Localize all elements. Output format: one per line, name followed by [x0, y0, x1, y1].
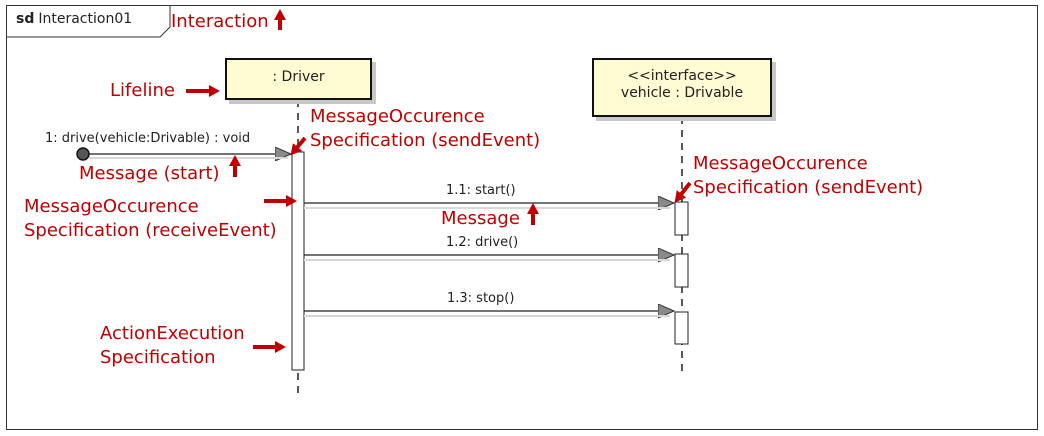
- lifeline-driver-label: : Driver: [272, 69, 325, 85]
- frame-keyword: sd: [16, 11, 35, 27]
- annotation-message-start: Message (start): [79, 163, 220, 184]
- annotation-action-execution: ActionExecution Specification: [100, 323, 245, 368]
- found-message-start: [76, 147, 90, 161]
- vehicle-activation-3: [674, 311, 689, 345]
- annotation-interaction: Interaction: [171, 11, 269, 32]
- annotation-send-event-2: MessageOccurence Specification (sendEven…: [693, 153, 924, 198]
- interaction-frame: [6, 5, 1038, 430]
- vehicle-activation-1: [674, 201, 689, 236]
- vehicle-activation-2: [674, 253, 689, 288]
- arrow-send-2: [674, 181, 692, 203]
- lifeline-vehicle: <<interface>> vehicle : Drivable: [592, 58, 772, 117]
- arrow-send-1: [290, 136, 307, 156]
- lifeline-vehicle-label: vehicle : Drivable: [620, 85, 744, 101]
- annotation-send-event-1: MessageOccurence Specification (sendEven…: [310, 106, 541, 151]
- annotation-message: Message: [441, 208, 520, 229]
- frame-label-border: [6, 5, 171, 38]
- msg-stop-label: 1.3: stop(): [447, 291, 515, 306]
- lifeline-driver: : Driver: [225, 58, 372, 100]
- annotation-lifeline: Lifeline: [110, 80, 175, 101]
- annotation-receive-event: MessageOccurence Specification (receiveE…: [24, 196, 277, 241]
- frame-name: Interaction01: [38, 11, 133, 27]
- msg-start-label: 1.1: start(): [446, 183, 516, 198]
- msg-drive-vehicle-label: 1: drive(vehicle:Drivable) : void: [45, 131, 251, 146]
- lifeline-vehicle-stereotype: <<interface>>: [627, 68, 737, 84]
- msg-drive-label: 1.2: drive(): [446, 235, 519, 250]
- driver-activation-bar: [291, 151, 305, 371]
